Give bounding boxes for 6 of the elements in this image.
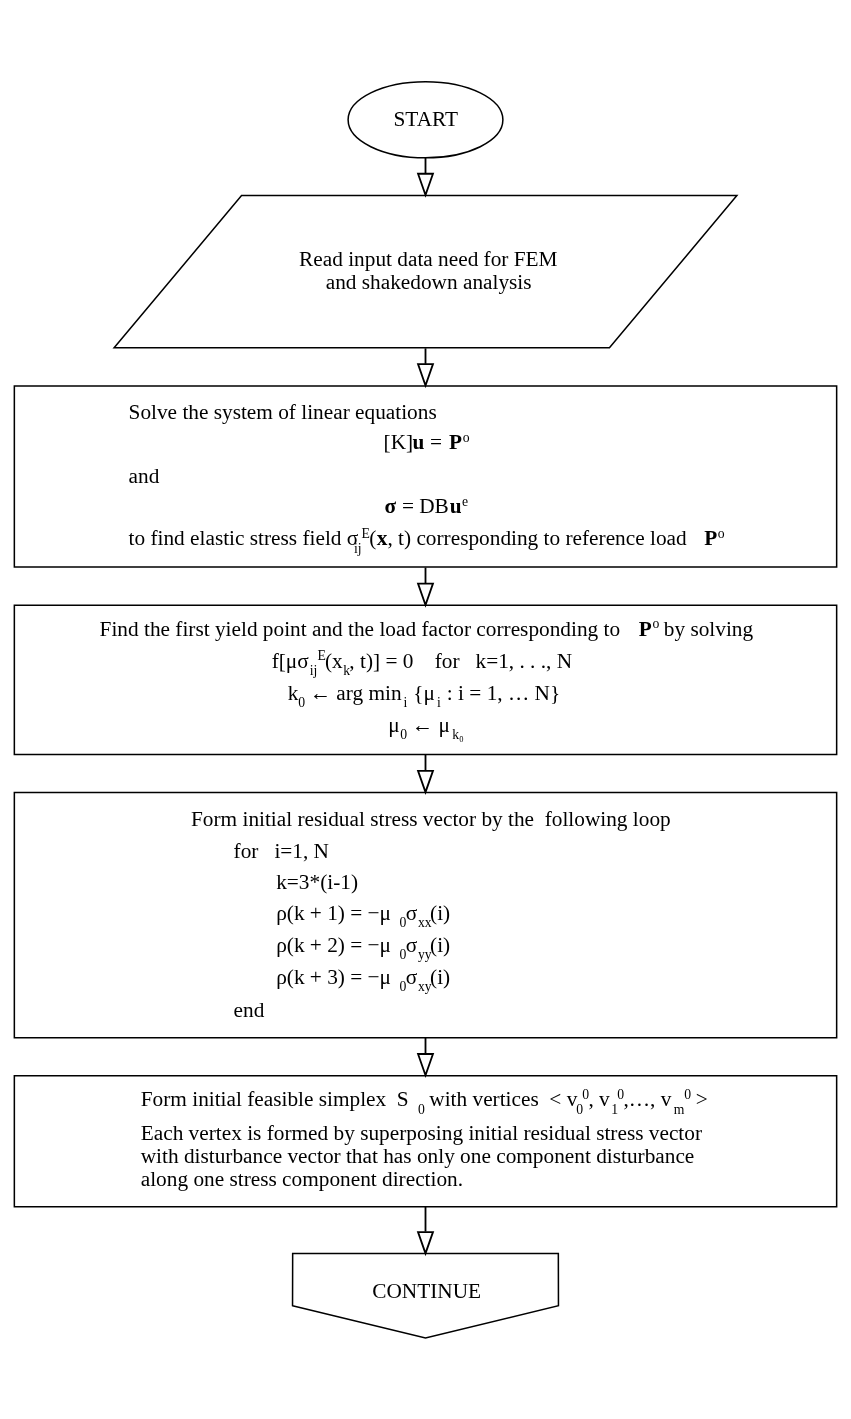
node-box: Solve the system of linear equations [K]u = P$^{o}$ and σ = DBu$^{e}$ to find elastic stress field σ$_{ij}$$^{E}$(x, t) corresponding to reference load P$^{o}$ (13, 384, 838, 568)
node-box: Form initial feasible simplex S$_{0}$ with vertices < v$_{0}$$^{0}$, v$_{1}$$^{0}$,…, v$_{m}$$^{0}$ > Each vertex is formed by superposing initial residual stress vector with disturbance vector that has only one component disturbance along one stress component direction. (13, 1074, 838, 1207)
node-box: Form initial residual stress vector by the following loop for i=1, N k=3*(i-1) ρ(k + 1) = −μ$_{0}$σ$_{xx}$(i) ρ(k + 2) = −μ$_{0}$σ$_{yy}$(i) ρ(k + 3) = −μ$_{0}$σ$_{xy}$(i) end (13, 791, 838, 1038)
node-box: Find the first yield point and the load factor corresponding to P$^{o}$ by solving f[μσ$_{ij}$$^{E}$(x$_{k}$, t)] = 0 for k=1, . . ., N k$_{0}$ ← arg min$_{i}$ {μ$_{i}$ : i = 1, … N} μ$_{0}$ ← μ$_{k₀}$ (13, 603, 838, 755)
node-ellipse: START (347, 80, 504, 159)
arrow (416, 1205, 435, 1256)
